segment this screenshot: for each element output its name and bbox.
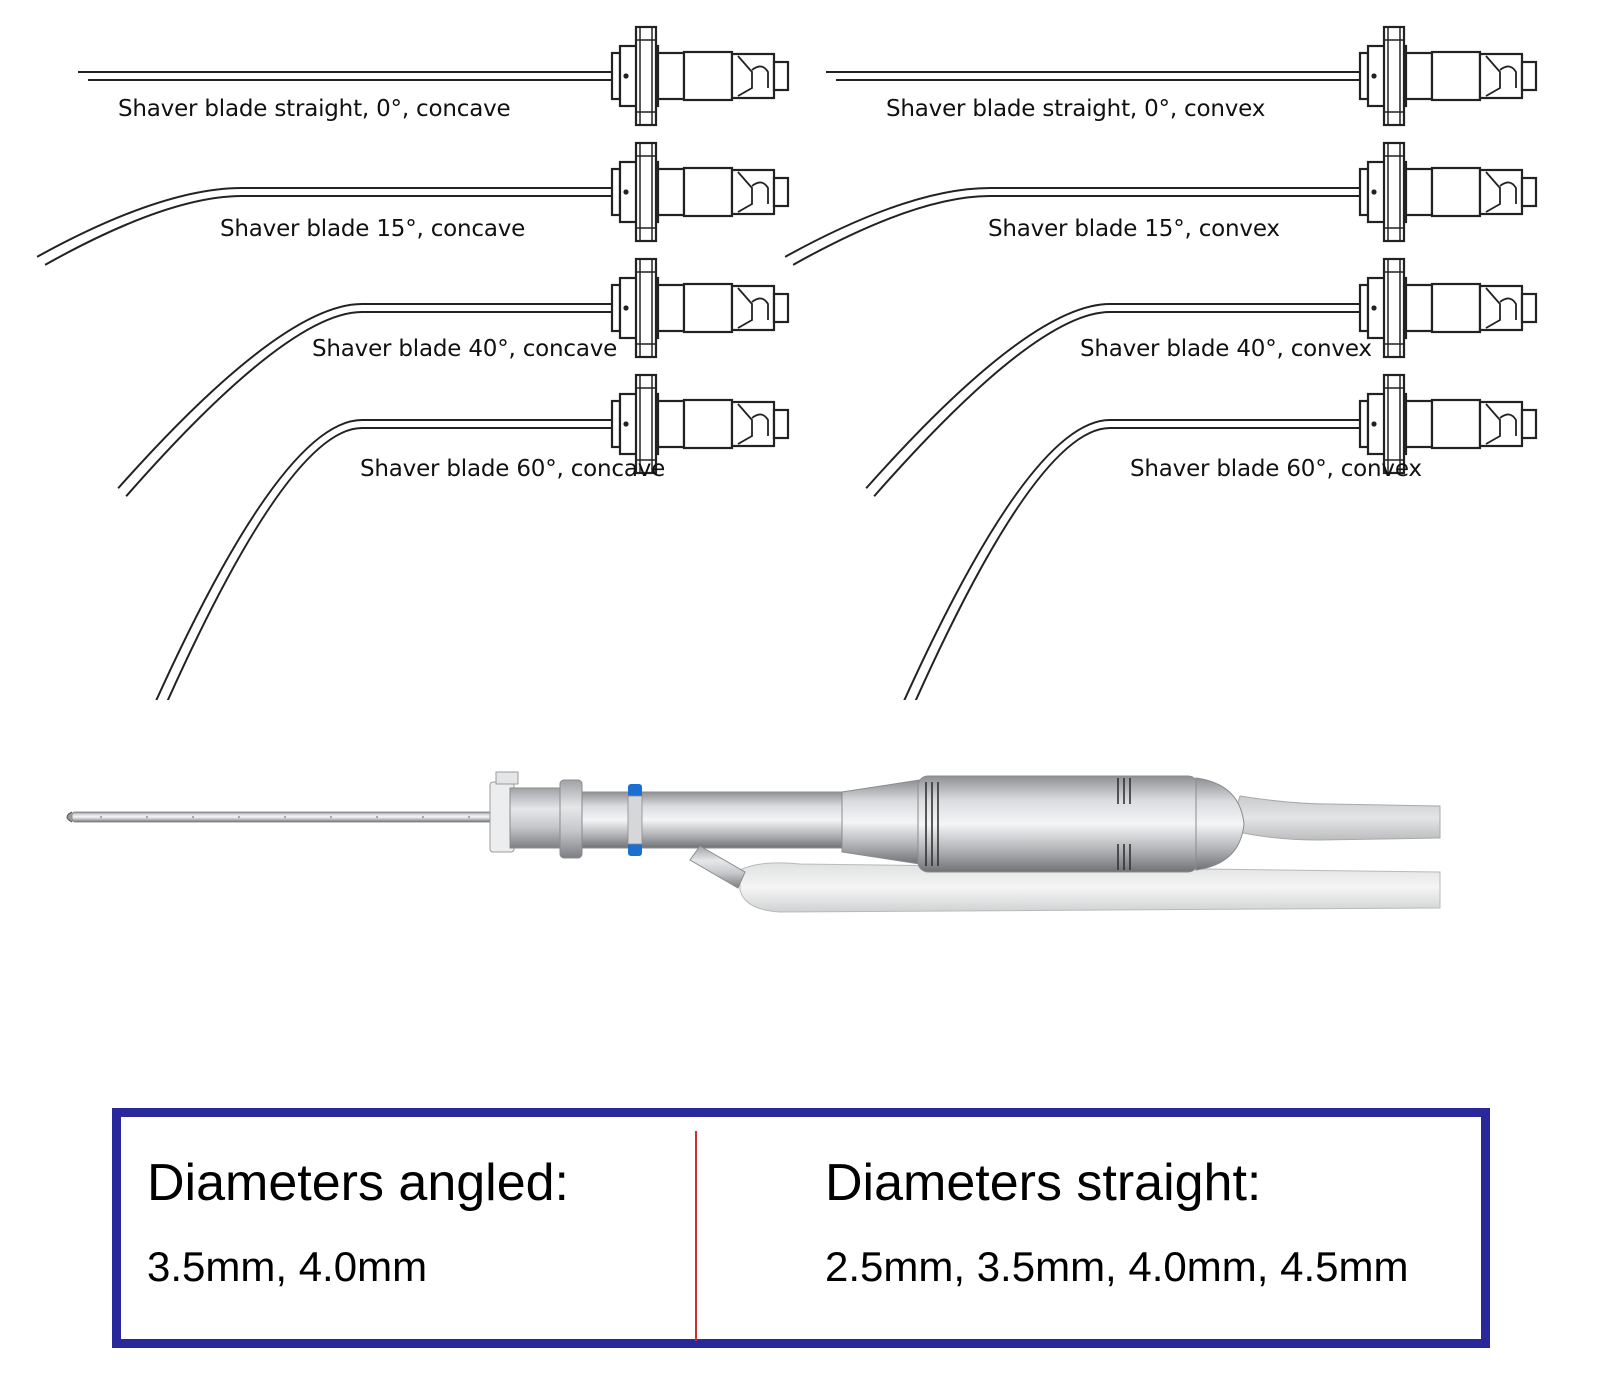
shaver-handpiece-image <box>66 771 1441 913</box>
blade-label-concave-0: Shaver blade straight, 0°, concave <box>118 96 511 122</box>
blade-shaft-outline <box>117 303 622 489</box>
blade-shaft-outline <box>914 427 1370 700</box>
suction-tube <box>739 862 1441 913</box>
blade-label-concave-15: Shaver blade 15°, concave <box>220 216 526 242</box>
blade-drawings <box>36 25 1538 700</box>
blade-hub <box>610 141 790 243</box>
blade-shaft-outline <box>903 419 1370 700</box>
blade-shaft-outline <box>166 427 622 700</box>
blade-shaft-outline <box>873 311 1370 497</box>
spec-divider <box>695 1131 697 1341</box>
blade-shaft-outline <box>36 187 622 258</box>
blade-shaft-outline <box>155 419 622 700</box>
blade-shaft-outline <box>865 303 1370 489</box>
blade-shaft-outline <box>44 195 622 266</box>
blade-label-convex-0: Shaver blade straight, 0°, convex <box>886 96 1266 122</box>
blade-hub <box>1358 25 1538 127</box>
blade-label-convex-60: Shaver blade 60°, convex <box>1130 456 1422 482</box>
blade-hub <box>610 257 790 359</box>
blade-shaft <box>71 811 493 823</box>
blade-label-convex-40: Shaver blade 40°, convex <box>1080 336 1372 362</box>
motor-body <box>917 775 1199 873</box>
blade-label-convex-15: Shaver blade 15°, convex <box>988 216 1280 242</box>
blade-hub <box>610 25 790 127</box>
blade-shaft-outline <box>784 187 1370 258</box>
blade-shaft-outline <box>125 311 622 497</box>
straight-diameters-heading: Diameters straight: <box>825 1154 1262 1212</box>
blade-shaft-outline <box>792 195 1370 266</box>
blade-hub <box>1358 257 1538 359</box>
blue-ring-top <box>628 784 642 798</box>
power-cable <box>1229 795 1441 841</box>
blue-ring-bottom <box>628 842 642 856</box>
blade-label-concave-40: Shaver blade 40°, concave <box>312 336 618 362</box>
angled-diameters-heading: Diameters angled: <box>147 1154 569 1212</box>
blade-label-concave-60: Shaver blade 60°, concave <box>360 456 666 482</box>
diameter-spec-box: Diameters angled: 3.5mm, 4.0mm Diameters… <box>112 1108 1490 1348</box>
angled-diameters-values: 3.5mm, 4.0mm <box>147 1243 428 1290</box>
blade-hub <box>1358 141 1538 243</box>
straight-diameters-values: 2.5mm, 3.5mm, 4.0mm, 4.5mm <box>825 1243 1409 1290</box>
